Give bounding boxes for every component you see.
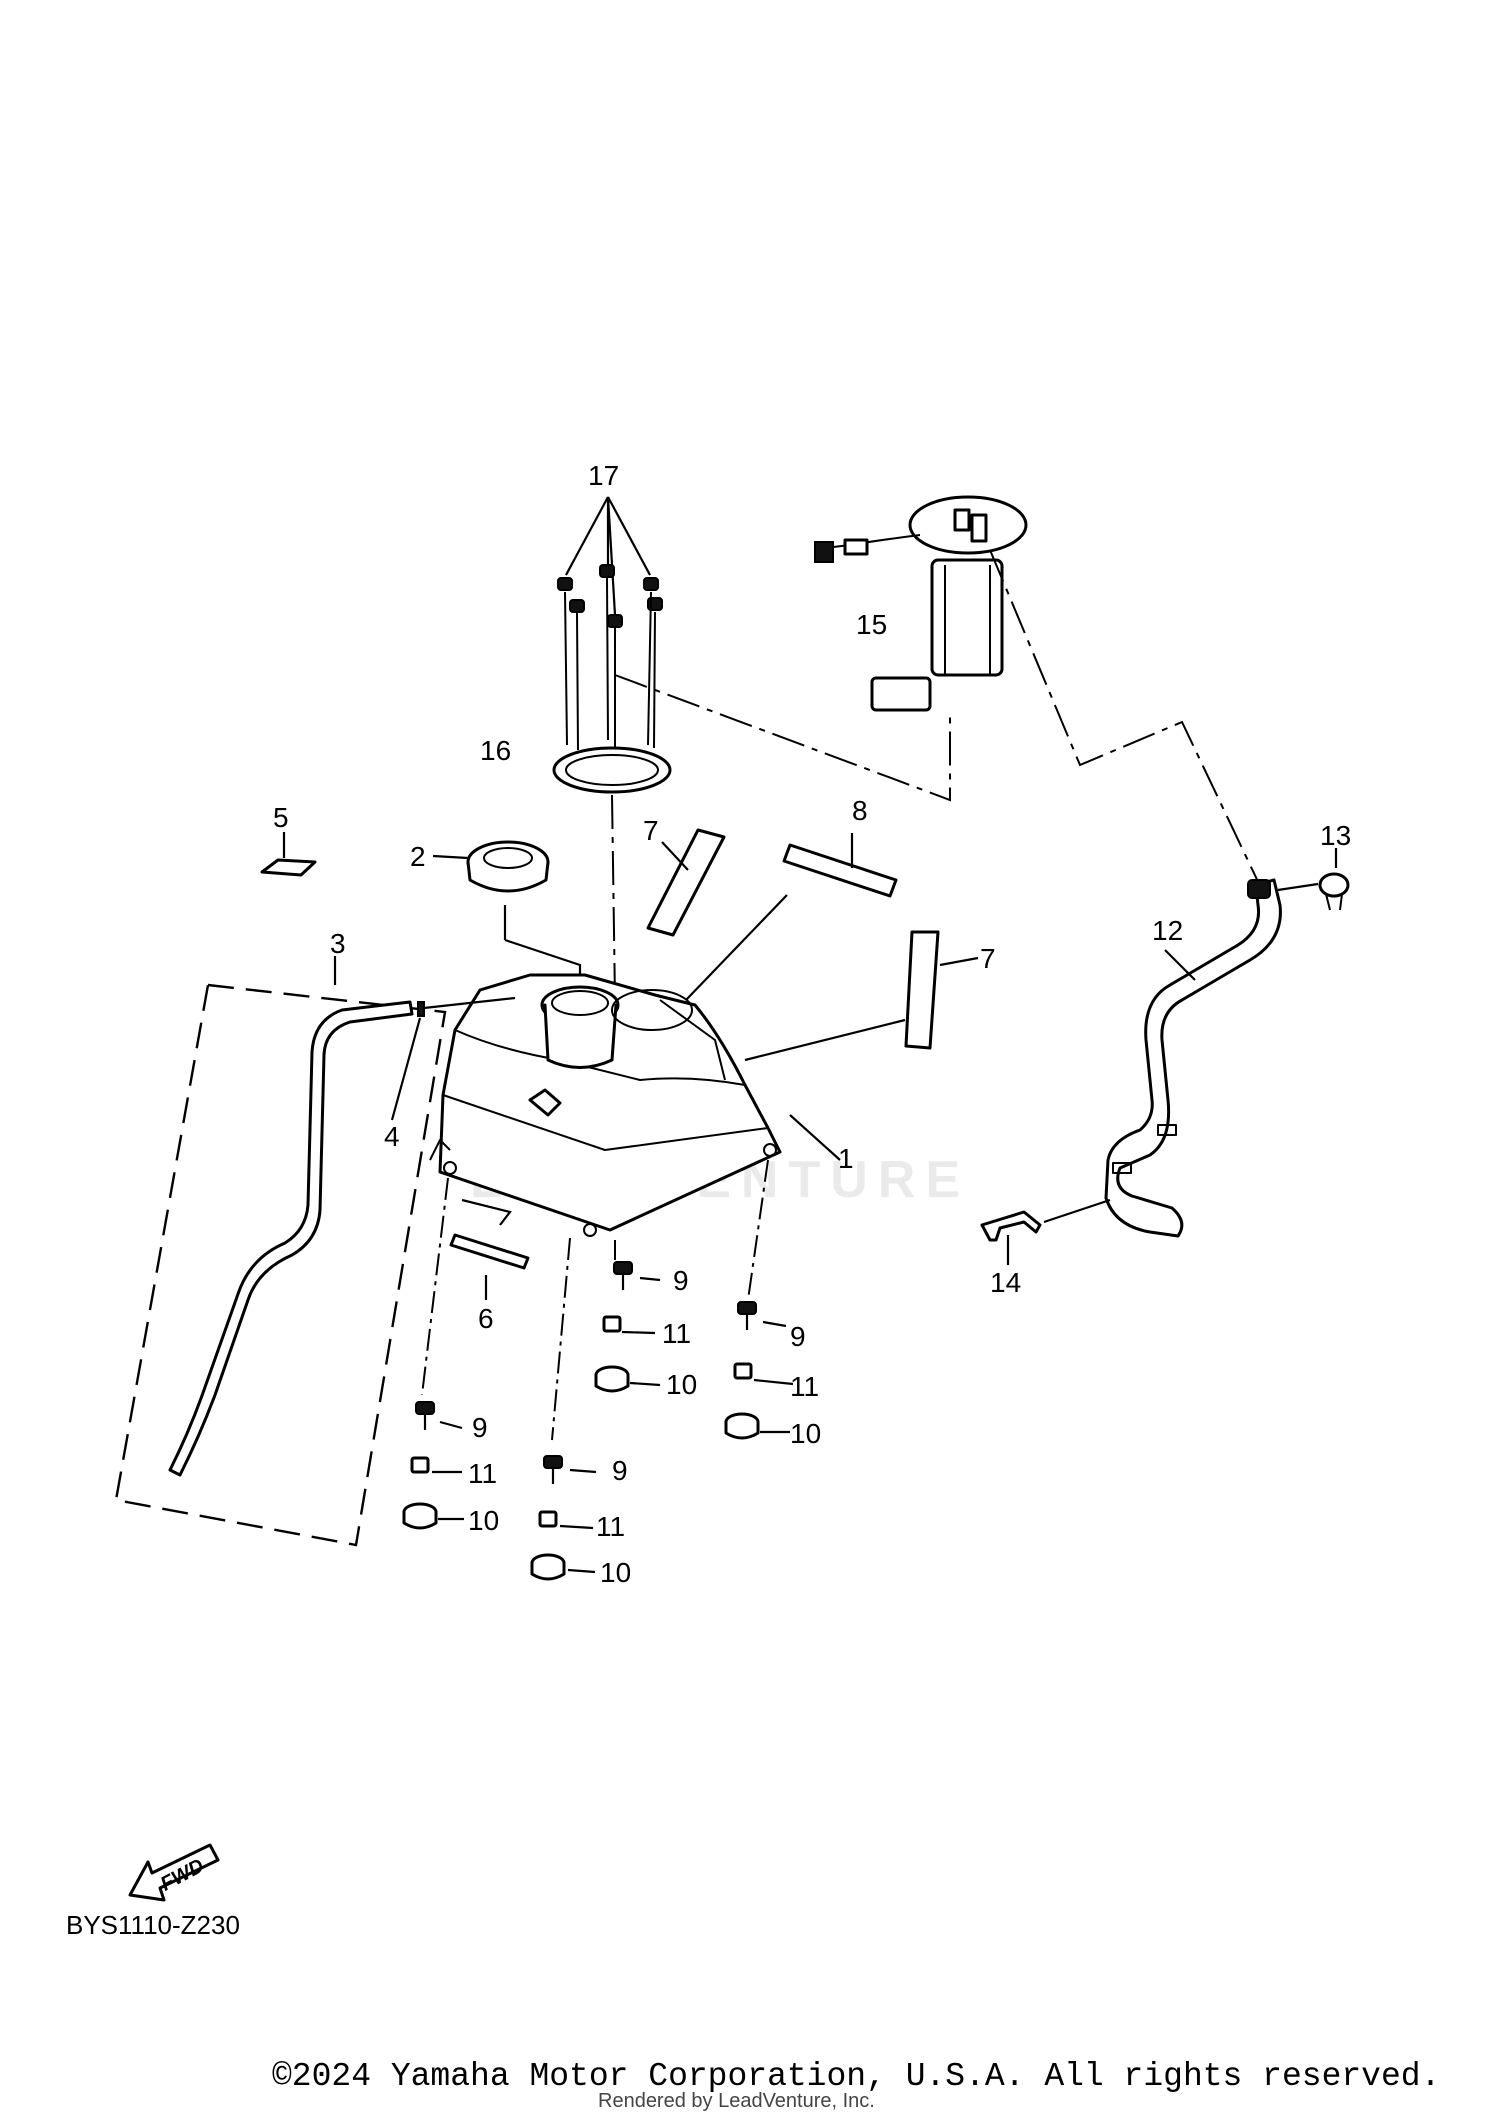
label-10c[interactable]: 10 xyxy=(468,1505,499,1536)
label-2[interactable]: 2 xyxy=(410,841,426,872)
label-9a[interactable]: 9 xyxy=(673,1265,689,1296)
clip-14[interactable] xyxy=(980,1198,1111,1265)
screw-set-17[interactable] xyxy=(557,496,663,752)
label-14[interactable]: 14 xyxy=(990,1267,1021,1298)
label-11b[interactable]: 11 xyxy=(790,1371,819,1402)
label-15[interactable]: 15 xyxy=(856,609,887,640)
label-9c[interactable]: 9 xyxy=(472,1412,488,1443)
fuel-pump-15[interactable] xyxy=(814,495,1028,712)
label-12[interactable]: 12 xyxy=(1152,915,1183,946)
fuel-cap-2[interactable] xyxy=(432,840,550,893)
label-10b[interactable]: 10 xyxy=(790,1418,821,1449)
breather-hose-3[interactable] xyxy=(114,983,447,1547)
assembly-leader-gasket xyxy=(611,794,616,1001)
assembly-leader-pump xyxy=(614,674,951,802)
gasket-ring-16[interactable] xyxy=(552,746,672,794)
label-16[interactable]: 16 xyxy=(480,735,511,766)
label-6[interactable]: 6 xyxy=(478,1303,494,1334)
tank-leader-1 xyxy=(789,1114,841,1161)
pad-7-lower[interactable] xyxy=(904,930,940,1050)
label-9b[interactable]: 9 xyxy=(790,1321,806,1352)
fuel-hose-12[interactable] xyxy=(1104,878,1282,1238)
pad-7-upper[interactable] xyxy=(646,828,726,937)
assembly-leader-hose xyxy=(989,549,1263,891)
label-9d[interactable]: 9 xyxy=(612,1455,628,1486)
label-7-lower[interactable]: 7 xyxy=(980,943,996,974)
fuel-tank-1[interactable] xyxy=(429,973,782,1237)
mount-set-c[interactable] xyxy=(402,1401,464,1530)
clip-4[interactable] xyxy=(417,996,516,1017)
copyright-notice: ©2024 Yamaha Motor Corporation, U.S.A. A… xyxy=(272,2058,1441,2095)
mount-set-d[interactable] xyxy=(530,1455,597,1581)
label-10a[interactable]: 10 xyxy=(666,1369,697,1400)
fwd-arrow-icon: FWD xyxy=(128,1843,220,1902)
label-11a[interactable]: 11 xyxy=(662,1318,691,1349)
label-11c[interactable]: 11 xyxy=(468,1458,497,1489)
pad-8[interactable] xyxy=(782,843,898,898)
strip-6[interactable] xyxy=(449,1198,530,1270)
decal-5[interactable] xyxy=(260,832,317,877)
label-17[interactable]: 17 xyxy=(588,460,619,491)
mount-set-a[interactable] xyxy=(594,1261,661,1393)
label-13[interactable]: 13 xyxy=(1320,820,1351,851)
label-3[interactable]: 3 xyxy=(330,928,346,959)
label-5[interactable]: 5 xyxy=(273,802,289,833)
diagram-code: BYS1110-Z230 xyxy=(66,1910,240,1940)
label-8[interactable]: 8 xyxy=(852,795,868,826)
label-10d[interactable]: 10 xyxy=(600,1557,631,1588)
clamp-13[interactable] xyxy=(1277,872,1350,911)
label-11d[interactable]: 11 xyxy=(596,1511,625,1542)
rendered-by-notice: Rendered by LeadVenture, Inc. xyxy=(598,2090,875,2112)
label-4[interactable]: 4 xyxy=(384,1121,400,1152)
label-7-upper[interactable]: 7 xyxy=(643,815,659,846)
label-1[interactable]: 1 xyxy=(838,1143,854,1174)
mount-set-b[interactable] xyxy=(724,1301,794,1440)
